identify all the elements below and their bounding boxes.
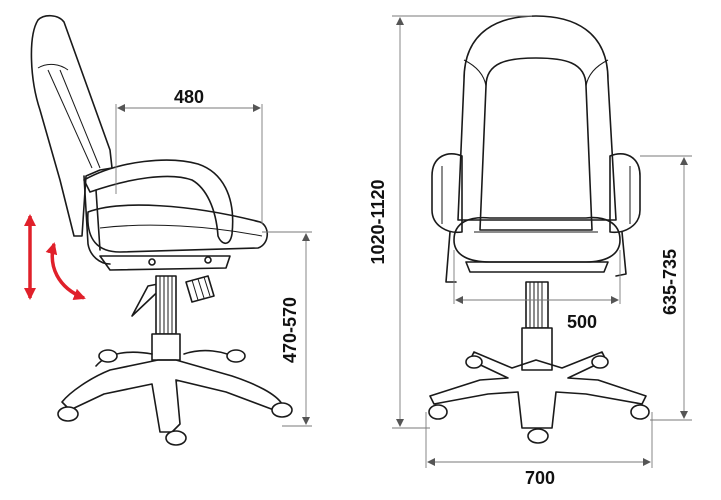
seat-height-label: 470-570: [280, 297, 300, 363]
front-casters: [428, 355, 650, 444]
side-view-chair: [30, 14, 293, 446]
seat-width-dimension: [453, 250, 621, 304]
front-view-chair: [428, 15, 650, 444]
total-height-dimension: [392, 15, 532, 429]
seat-depth-dimension: [115, 104, 263, 224]
base-width-label: 700: [525, 468, 555, 488]
total-height-label: 1020-1120: [368, 179, 388, 264]
armrest-height-dimension: [640, 155, 692, 421]
base-width-dimension: [425, 412, 653, 468]
side-casters: [57, 349, 293, 446]
tilt-adjust-arrow-icon: [45, 242, 86, 301]
seat-height-dimension: [262, 231, 312, 427]
armrest-height-label: 635-735: [660, 249, 680, 315]
seat-depth-label: 480: [174, 87, 204, 107]
seat-width-label: 500: [567, 312, 597, 332]
